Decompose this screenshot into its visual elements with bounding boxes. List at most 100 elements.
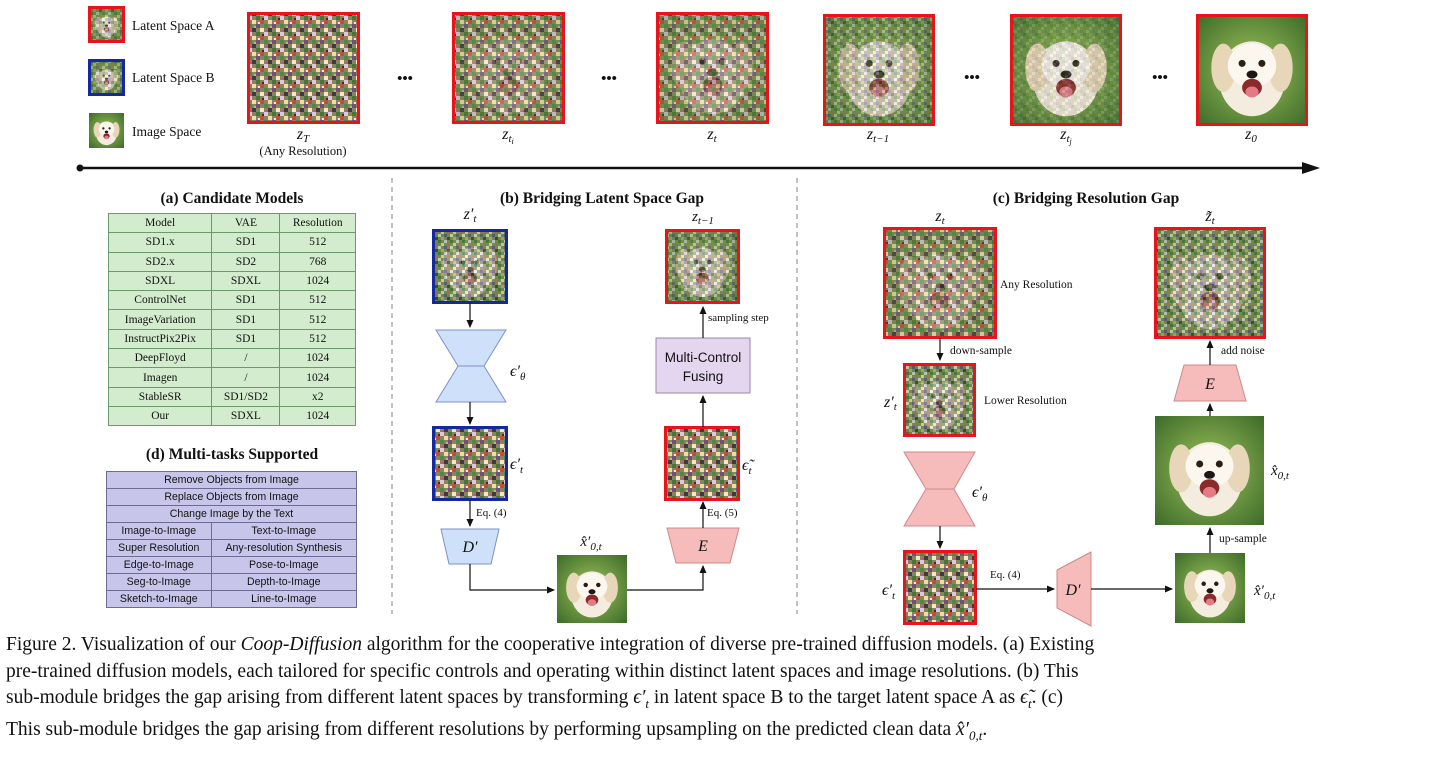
timeline-any-resolution-note: (Any Resolution) — [259, 144, 346, 158]
timeline-z-t-image — [656, 12, 769, 124]
table-row: Replace Objects from Image — [106, 488, 357, 506]
vae-cell: SD1 — [211, 309, 281, 330]
resolution-cell: 512 — [279, 328, 356, 350]
timeline-axis-start-dot — [76, 164, 84, 172]
vae-cell: SD1/SD2 — [211, 386, 281, 407]
model-cell: Imagen — [107, 367, 213, 388]
timeline-label-z-T: zT — [296, 126, 310, 145]
legend-latent-a-label: Latent Space A — [132, 18, 215, 33]
b-z-t-minus-1-image — [665, 229, 740, 304]
task-cell: Line-to-Image — [210, 590, 358, 608]
legend: Latent Space A Latent Space B Image Spac… — [88, 6, 215, 148]
resolution-cell: x2 — [279, 386, 356, 407]
timeline: ••• ••• ••• ••• zT (Any Resolution) zti … — [76, 12, 1320, 174]
c-encoder-E — [1173, 364, 1247, 402]
caption-math-epsilon-tilde: ϵ̃t — [1020, 687, 1032, 711]
timeline-z-tj-image — [1010, 14, 1122, 126]
task-cell: Text-to-Image — [210, 522, 358, 540]
task-cell: Image-to-Image — [106, 522, 212, 540]
task-cell: Seg-to-Image — [106, 573, 212, 591]
c-add-noise-label: add noise — [1221, 345, 1265, 357]
c-label-z-tilde-t: z̃t — [1204, 208, 1215, 227]
b-label-z-t-minus-1: zt−1 — [691, 209, 714, 227]
vae-cell: SDXL — [211, 270, 281, 292]
b-multi-control-fusing-box — [655, 337, 751, 394]
b-fusing-line1: Multi-Control — [665, 350, 742, 365]
b-fusing-line2: Fusing — [683, 369, 724, 384]
caption-line3-a: sub-module bridges the gap arising from … — [6, 687, 634, 708]
c-z-t-image — [883, 227, 997, 339]
c-eq4-label: Eq. (4) — [990, 569, 1021, 581]
timeline-z-ti-image — [452, 12, 565, 124]
timeline-label-z-0: z0 — [1244, 126, 1257, 145]
vae-cell: SD1 — [211, 328, 281, 350]
candidate-models-header-row: Model VAE Resolution — [107, 212, 356, 234]
caption-math-epsilon-prime: ϵ′t — [633, 687, 650, 711]
caption-math-x0-prime: x̂′0,t — [956, 719, 983, 744]
vae-cell: SD1 — [211, 232, 281, 253]
vae-cell: / — [211, 348, 281, 369]
caption-line3-c: . (c) — [1031, 687, 1064, 708]
timeline-label-z-t: zt — [706, 126, 717, 145]
c-label-epsilon-theta: ϵ′θ — [972, 484, 988, 504]
resolution-cell: 512 — [279, 309, 356, 330]
task-cell: Replace Objects from Image — [106, 488, 357, 506]
model-cell: ControlNet — [107, 290, 213, 311]
b-encoder-E — [666, 527, 740, 564]
timeline-z-t-minus-1-image — [823, 14, 935, 126]
task-cell: Edge-to-Image — [106, 556, 212, 574]
legend-image-space-label: Image Space — [132, 124, 201, 139]
timeline-label-z-t-minus-1: zt−1 — [866, 126, 889, 145]
caption-prefix: Figure 2. Visualization of our — [6, 634, 241, 655]
panel-b-title: (b) Bridging Latent Space Gap — [500, 190, 704, 207]
candidate-header-resolution: Resolution — [279, 212, 356, 234]
b-label-epsilon-theta: ϵ′θ — [510, 363, 526, 383]
b-arrow-to-encoder — [627, 565, 707, 591]
panel-d-title: (d) Multi-tasks Supported — [146, 446, 319, 463]
c-z-prime-t-image — [903, 363, 976, 437]
model-cell: DeepFloyd — [107, 348, 213, 369]
model-cell: Our — [107, 405, 213, 427]
b-x0-prime-image — [557, 555, 627, 623]
legend-image-space-swatch — [89, 113, 124, 148]
task-cell: Remove Objects from Image — [106, 471, 357, 489]
b-sampling-step-label: sampling step — [708, 312, 769, 324]
c-label-epsilon-prime-t: ϵ′t — [882, 582, 896, 602]
vae-cell: / — [211, 367, 281, 388]
c-z-tilde-t-image — [1154, 227, 1266, 339]
c-any-resolution-label: Any Resolution — [1000, 279, 1073, 291]
b-label-z-prime-t: z′t — [463, 206, 478, 225]
b-eq4-label: Eq. (4) — [476, 507, 507, 519]
timeline-ellipsis-4: ••• — [1152, 70, 1168, 86]
table-row: DeepFloyd/1024 — [107, 348, 356, 369]
resolution-cell: 1024 — [279, 367, 356, 388]
c-label-D-prime: D′ — [1064, 582, 1081, 599]
c-lower-resolution-label: Lower Resolution — [984, 395, 1067, 407]
b-z-prime-t-image — [432, 229, 508, 304]
timeline-label-z-ti: zti — [501, 126, 514, 146]
figure-caption: Figure 2. Visualization of our Coop-Diff… — [6, 634, 1095, 744]
model-cell: StableSR — [107, 386, 213, 407]
task-cell: Pose-to-Image — [210, 556, 358, 574]
model-cell: SD1.x — [107, 232, 213, 253]
vae-cell: SDXL — [211, 405, 281, 427]
task-cell: Depth-to-Image — [210, 573, 358, 591]
candidate-header-model: Model — [107, 212, 213, 234]
caption-line2: pre-trained diffusion models, each tailo… — [6, 660, 1079, 682]
b-label-epsilon-tilde: ϵ̃t — [742, 457, 755, 477]
b-decoder-D-prime — [440, 528, 500, 565]
c-label-z-prime-t: z′t — [883, 394, 898, 413]
task-cell: Change Image by the Text — [106, 505, 357, 523]
panel-a-title: (a) Candidate Models — [161, 190, 304, 207]
multi-tasks-table: Remove Objects from Image Replace Object… — [106, 471, 358, 608]
caption-line1-rest: algorithm for the cooperative integratio… — [361, 634, 1095, 655]
c-label-z-t: zt — [934, 208, 945, 227]
task-cell: Super Resolution — [106, 539, 212, 557]
